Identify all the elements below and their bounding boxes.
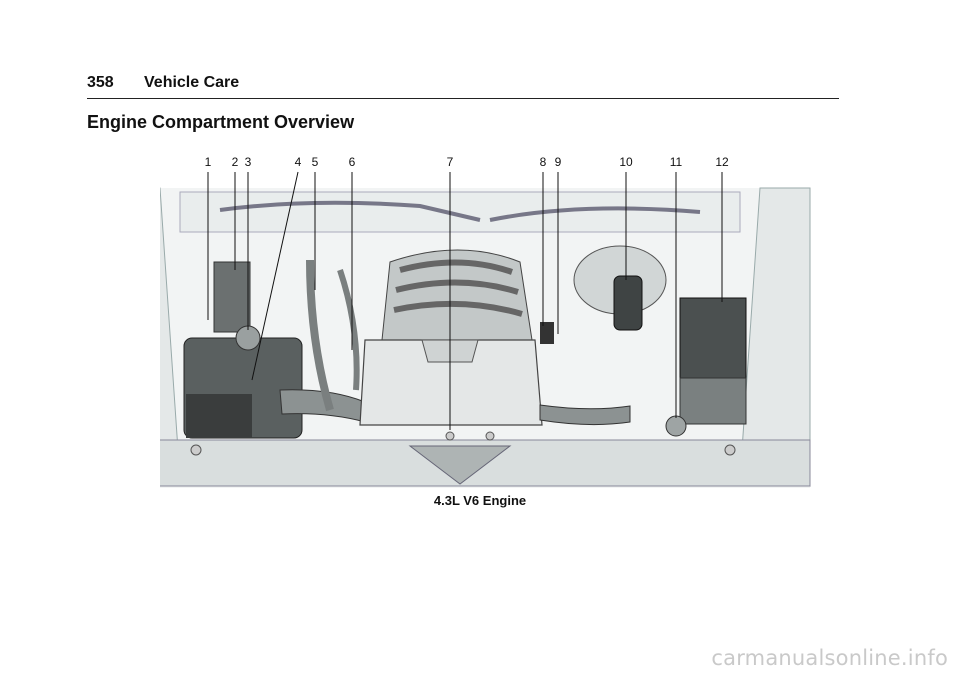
callout-6: 6 [348, 155, 356, 169]
callout-4: 4 [294, 155, 302, 169]
figure-caption: 4.3L V6 Engine [433, 493, 527, 508]
callout-5: 5 [311, 155, 319, 169]
page-header: 358 Vehicle Care [87, 74, 839, 98]
header-rule [87, 98, 839, 99]
callout-11: 11 [669, 155, 683, 169]
callout-1: 1 [204, 155, 212, 169]
watermark: carmanualsonline.info [711, 646, 948, 670]
callout-3: 3 [244, 155, 252, 169]
engine-compartment-figure: 1 2 3 4 5 6 7 8 9 10 11 12 [160, 150, 820, 490]
callout-12: 12 [715, 155, 729, 169]
callout-9: 9 [554, 155, 562, 169]
page-title: Engine Compartment Overview [87, 112, 355, 132]
section-title: Vehicle Care [144, 74, 240, 91]
callout-7: 7 [446, 155, 454, 169]
callout-8: 8 [539, 155, 547, 169]
engine-illustration [160, 171, 811, 488]
page-number: 358 [87, 74, 114, 91]
callout-10: 10 [619, 155, 633, 169]
callout-2: 2 [231, 155, 239, 169]
